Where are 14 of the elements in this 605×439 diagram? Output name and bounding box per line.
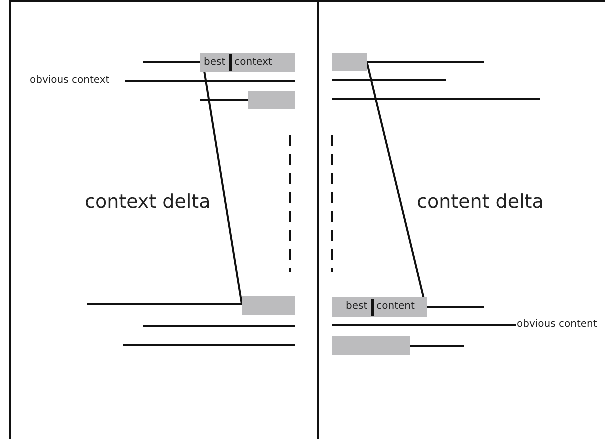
bar-label: content — [376, 302, 415, 312]
bar-label: context — [234, 58, 272, 68]
highlight-bar — [332, 297, 427, 317]
bar-label: best — [346, 302, 368, 312]
highlight-bar — [200, 53, 295, 72]
highlight-bar — [242, 296, 295, 315]
highlight-bar — [248, 91, 295, 109]
panel-title: context delta — [85, 193, 211, 212]
bar-label: best — [204, 58, 226, 68]
side-label: obvious context — [30, 76, 110, 86]
highlight-bar — [332, 53, 367, 71]
panel-title: content delta — [417, 193, 544, 212]
highlight-bar — [332, 336, 410, 355]
side-label: obvious content — [517, 320, 598, 330]
